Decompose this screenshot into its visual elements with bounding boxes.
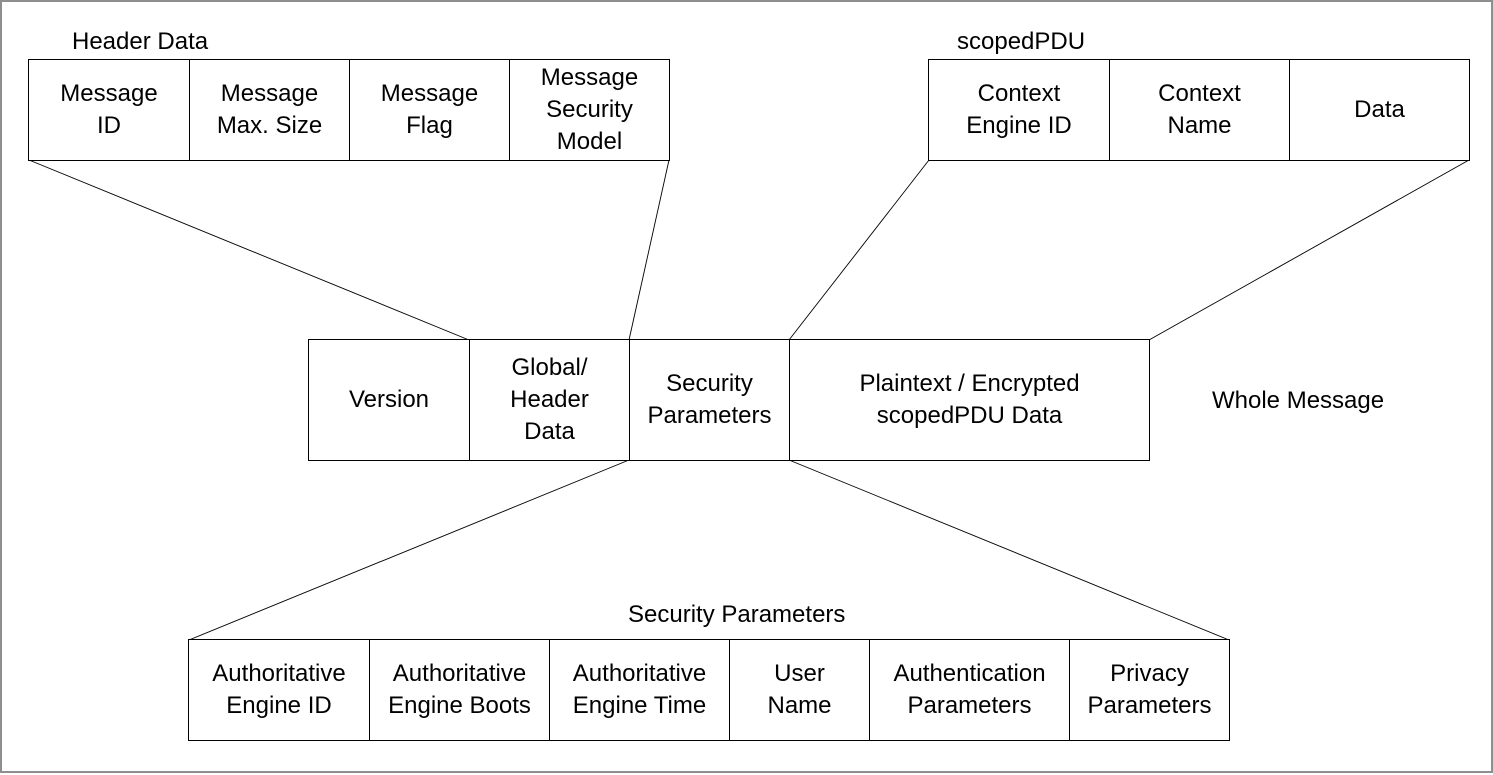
user-name-field: User Name bbox=[729, 640, 869, 740]
security-parameters-row: Authoritative Engine ID Authoritative En… bbox=[188, 639, 1230, 741]
connector-header-left bbox=[28, 159, 470, 341]
security-parameters-title: Security Parameters bbox=[628, 601, 846, 628]
whole-message-row: Version Global/ Header Data Security Par… bbox=[308, 339, 1150, 461]
message-id-field: Message ID bbox=[60, 80, 158, 139]
authentication-parameters-field: Authentication Parameters bbox=[869, 640, 1069, 740]
context-name-field: Context Name bbox=[1109, 60, 1289, 160]
connector-security-right bbox=[788, 459, 1230, 641]
message-flag-field: Message Flag bbox=[349, 60, 509, 160]
version-field: Version bbox=[348, 386, 430, 413]
authoritative-engine-id-field: Authoritative Engine ID bbox=[212, 660, 346, 719]
scoped-pdu-title: scopedPDU bbox=[957, 28, 1086, 55]
connector-scoped-right bbox=[1148, 159, 1470, 341]
header-data-title: Header Data bbox=[72, 28, 209, 55]
privacy-parameters-field: Privacy Parameters bbox=[1069, 640, 1229, 740]
context-engine-id-field: Context Engine ID bbox=[966, 80, 1072, 139]
scoped-pdu-row: Context Engine ID Context Name Data bbox=[928, 59, 1470, 161]
header-data-row: Message ID Message Max. Size Message Fla… bbox=[28, 59, 670, 161]
authoritative-engine-time-field: Authoritative Engine Time bbox=[549, 640, 729, 740]
global-header-data-field: Global/ Header Data bbox=[469, 340, 629, 460]
connector-security-left bbox=[188, 459, 630, 641]
connector-header-right bbox=[628, 159, 670, 341]
whole-message-label: Whole Message bbox=[1212, 387, 1385, 414]
message-security-model-field: Message Security Model bbox=[509, 60, 669, 160]
connector-scoped-left bbox=[788, 159, 930, 341]
authoritative-engine-boots-field: Authoritative Engine Boots bbox=[369, 640, 549, 740]
data-field: Data bbox=[1289, 60, 1469, 160]
scoped-pdu-data-field: Plaintext / Encrypted scopedPDU Data bbox=[789, 340, 1149, 460]
message-max-size-field: Message Max. Size bbox=[189, 60, 349, 160]
security-parameters-field: Security Parameters bbox=[629, 340, 789, 460]
